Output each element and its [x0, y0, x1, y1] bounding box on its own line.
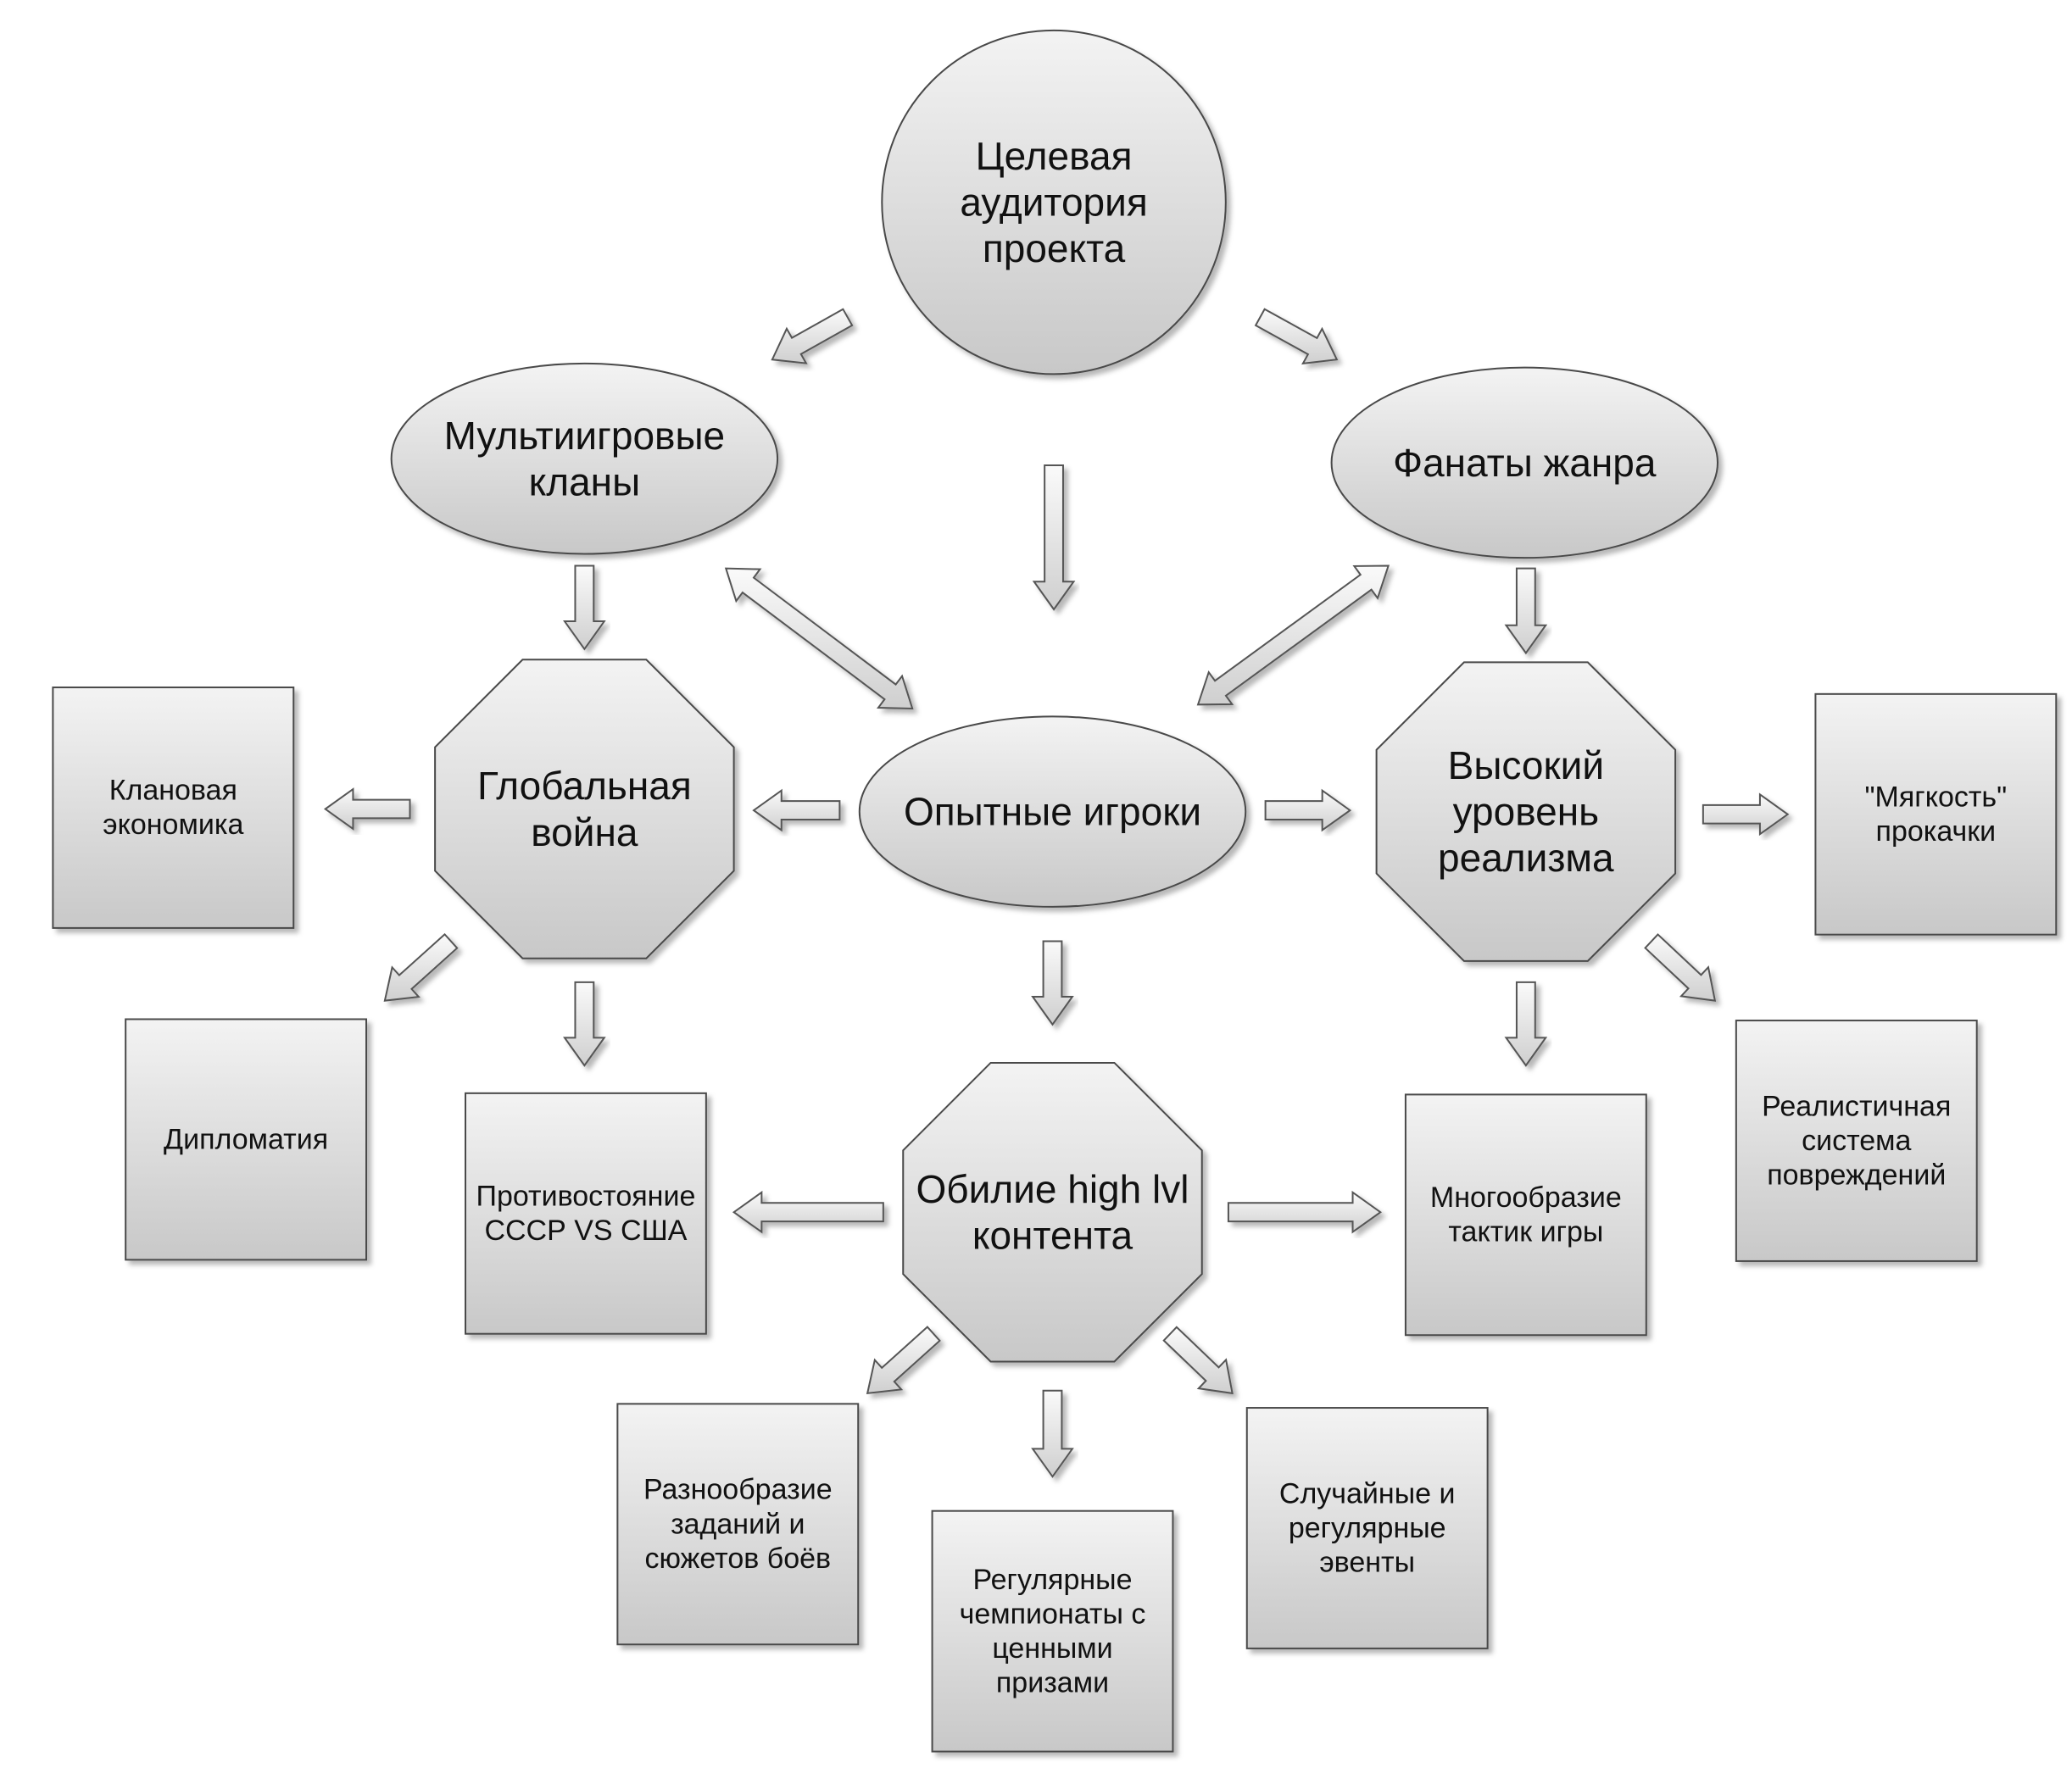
- diagram-nodes: ЦелеваяаудиторияпроектаМультиигровыеклан…: [52, 29, 2058, 1753]
- node-label-ussr-vs-usa-line-2: СССР VS США: [484, 1215, 687, 1247]
- arrow-content-to-missions: [866, 1326, 941, 1395]
- node-genre-fans: Фанаты жанра: [1330, 366, 1719, 559]
- node-label-global-war-line-2: война: [531, 810, 638, 854]
- node-label-diplomacy-line-1: Дипломатия: [164, 1123, 328, 1155]
- node-shape-diplomacy: [125, 1018, 368, 1261]
- arrow-content-to-tactics: [1227, 1190, 1383, 1234]
- node-label-championships-line-4: призами: [996, 1666, 1109, 1699]
- node-shape-global-war: [434, 659, 735, 959]
- node-label-multigame-clans-line-2: кланы: [529, 459, 641, 503]
- node-label-events-line-1: Случайные и: [1279, 1477, 1456, 1509]
- arrow-clans-experienced-link: [724, 567, 914, 710]
- arrow-global-war-to-economy: [323, 787, 411, 831]
- node-shape-target-audience: [881, 29, 1227, 375]
- node-label-damage-system-line-2: система: [1802, 1125, 1911, 1157]
- node-label-championships-line-1: Регулярные: [972, 1564, 1132, 1596]
- node-label-high-realism-line-3: реализма: [1438, 836, 1614, 880]
- node-shape-high-realism: [1375, 661, 1677, 962]
- node-shape-events: [1245, 1407, 1489, 1649]
- node-shape-championships: [931, 1509, 1174, 1753]
- node-label-damage-system-line-1: Реалистичная: [1762, 1090, 1951, 1122]
- arrow-fans-experienced-link: [1196, 564, 1390, 706]
- arrow-fans-to-realism: [1504, 567, 1548, 655]
- node-shape-ussr-vs-usa: [465, 1092, 707, 1335]
- node-label-target-audience-line-1: Целевая: [976, 134, 1133, 178]
- node-shape-missions-variety: [616, 1403, 860, 1646]
- arrow-target-to-experienced: [1032, 464, 1076, 611]
- arrow-content-to-events: [1162, 1326, 1234, 1395]
- arrow-clans-to-global-war: [563, 564, 606, 651]
- node-shape-clan-economy: [52, 687, 295, 929]
- node-label-high-realism-line-2: уровень: [1453, 790, 1600, 834]
- arrow-realism-to-soft-leveling: [1702, 792, 1790, 837]
- node-label-genre-fans-line-1: Фанаты жанра: [1393, 441, 1657, 485]
- node-label-target-audience-line-3: проекта: [983, 226, 1126, 270]
- arrow-content-to-ussr-usa: [732, 1190, 884, 1234]
- node-label-events-line-2: регулярные: [1289, 1512, 1446, 1544]
- node-label-missions-variety-line-3: сюжетов боёв: [644, 1543, 831, 1575]
- node-label-high-realism-line-1: Высокий: [1448, 743, 1604, 787]
- node-label-high-level-content-line-2: контента: [972, 1214, 1133, 1258]
- node-label-soft-leveling-line-2: прокачки: [1876, 815, 1997, 848]
- arrow-content-to-championships: [1031, 1389, 1074, 1478]
- node-label-events-line-3: эвенты: [1319, 1547, 1415, 1579]
- node-shape-genre-fans: [1330, 366, 1719, 559]
- node-label-target-audience-line-2: аудитория: [960, 181, 1147, 225]
- node-shape-damage-system: [1735, 1020, 1978, 1262]
- node-experienced-players: Опытные игроки: [858, 715, 1247, 908]
- node-label-tactics-variety-line-1: Многообразие: [1430, 1181, 1622, 1214]
- node-soft-leveling: "Мягкость"прокачки: [1814, 692, 2058, 936]
- node-label-experienced-players-line-1: Опытные игроки: [904, 790, 1201, 834]
- node-label-global-war-line-1: Глобальная: [477, 764, 692, 808]
- node-label-ussr-vs-usa-line-1: Противостояние: [476, 1180, 696, 1212]
- node-shape-experienced-players: [858, 715, 1247, 908]
- node-label-damage-system-line-3: повреждений: [1767, 1159, 1946, 1192]
- node-shape-tactics-variety: [1404, 1093, 1647, 1337]
- arrow-target-to-fans: [1254, 308, 1339, 365]
- arrow-experienced-to-content: [1031, 940, 1074, 1026]
- node-label-clan-economy-line-1: Клановая: [109, 775, 237, 807]
- arrow-experienced-to-realism: [1264, 788, 1352, 832]
- node-label-missions-variety-line-2: заданий и: [671, 1508, 805, 1540]
- node-shape-soft-leveling: [1814, 692, 2058, 936]
- arrow-realism-to-tactics: [1504, 981, 1548, 1067]
- node-diplomacy: Дипломатия: [125, 1018, 368, 1261]
- arrow-target-to-clans: [771, 308, 854, 364]
- node-label-soft-leveling-line-1: "Мягкость": [1864, 781, 2007, 813]
- connector-arrows: [323, 308, 1790, 1478]
- node-label-tactics-variety-line-2: тактик игры: [1448, 1216, 1603, 1248]
- node-label-championships-line-3: ценными: [992, 1632, 1112, 1665]
- node-label-clan-economy-line-2: экономика: [103, 809, 243, 841]
- arrow-realism-to-damage: [1644, 933, 1717, 1002]
- arrow-global-war-to-diplomacy: [383, 932, 459, 1002]
- arrow-experienced-to-global-war: [752, 788, 841, 832]
- node-label-championships-line-2: чемпионаты с: [960, 1598, 1146, 1630]
- node-label-multigame-clans-line-1: Мультиигровые: [444, 414, 726, 458]
- arrow-global-war-to-ussr-usa: [563, 981, 606, 1067]
- node-label-high-level-content-line-1: Обилие high lvl: [916, 1167, 1189, 1211]
- node-shape-multigame-clans: [390, 362, 779, 555]
- node-label-missions-variety-line-1: Разнообразие: [643, 1474, 833, 1506]
- node-shape-high-level-content: [902, 1061, 1203, 1363]
